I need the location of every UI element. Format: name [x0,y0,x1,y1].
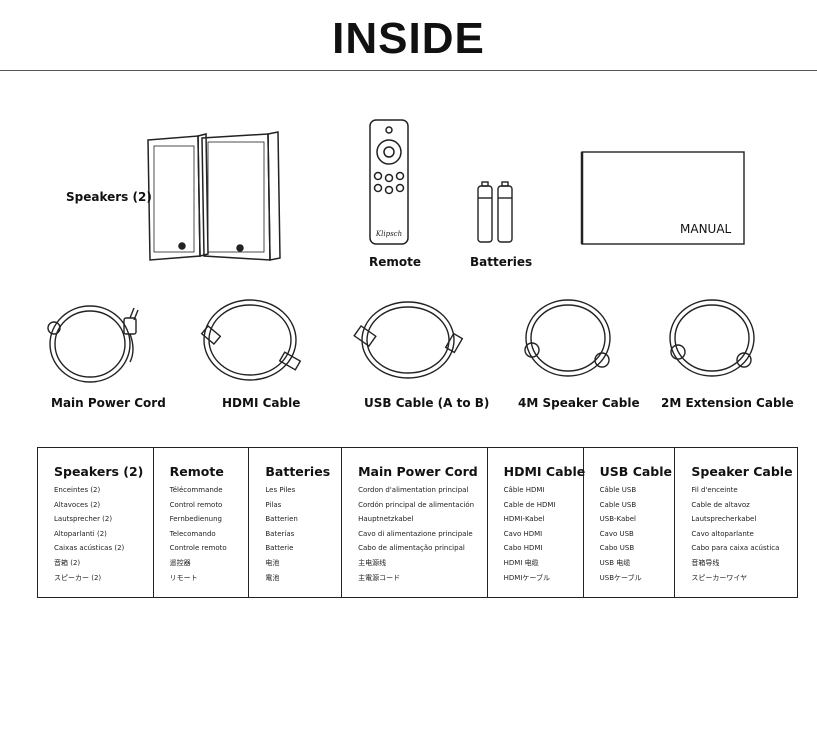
column-hdmi-cable: HDMI Cable Câble HDMI Cable de HDMI HDMI… [488,448,586,597]
manual-label: MANUAL [680,222,732,236]
extension-cable-illustration [669,299,755,377]
translation-line: HDMIケーブル [503,573,550,582]
translation-line: Télécommande [169,486,223,494]
column-speaker-cable: Speaker Cable Fil d'enceinte Cable de al… [675,448,797,597]
column-heading: Speakers (2) [54,464,144,479]
translation-line: Câble USB [599,486,637,494]
translation-line: Cavo USB [599,529,634,538]
translation-line: 电池 [265,558,280,567]
column-heading: Main Power Cord [358,464,478,479]
translation-line: HDMI 电缆 [503,558,539,567]
remote-brand-text: Klipsch [375,230,402,238]
translation-line: USBケーブル [599,573,642,582]
translation-line: Hauptnetzkabel [358,515,414,524]
column-heading: Batteries [265,464,331,479]
translation-line: Cabo de alimentação principal [358,544,465,553]
column-heading: HDMI Cable [503,464,586,479]
translation-line: 音箱 (2) [54,558,81,567]
translation-line: Cordon d'alimentation principal [358,486,469,494]
translation-line: Pilas [265,500,282,509]
translation-line: 遥控器 [169,558,191,567]
power-cord-illustration [47,305,139,383]
remote-illustration: Klipsch [369,119,409,245]
translation-line: Cordón principal de alimentación [358,500,475,509]
translation-table: Speakers (2) Enceintes (2) Altavoces (2)… [37,447,798,598]
column-power-cord: Main Power Cord Cordon d'alimentation pr… [342,448,488,597]
translation-line: Batterien [265,515,298,524]
translation-line: Controle remoto [169,544,227,553]
translation-line: 主電源コード [358,573,401,582]
translation-line: Lautsprecherkabel [691,515,757,524]
page-title: INSIDE [332,14,485,63]
hdmi-cable-label: HDMI Cable [222,396,301,410]
translation-line: Altavoces (2) [54,500,101,509]
speaker-cable-illustration [524,299,611,377]
power-cord-label: Main Power Cord [51,396,166,410]
translation-line: Les Piles [265,486,296,494]
extension-cable-label: 2M Extension Cable [661,396,794,410]
translation-line: Baterías [265,529,295,538]
batteries-illustration [477,181,513,243]
batteries-label: Batteries [470,255,533,269]
translation-line: Cabo USB [599,544,635,553]
column-speakers: Speakers (2) Enceintes (2) Altavoces (2)… [38,448,154,597]
manual-illustration [580,151,745,245]
translation-line: Câble HDMI [503,486,545,494]
speakers-illustration [147,131,281,261]
translation-line: Cabo para caixa acústica [691,544,780,553]
translation-line: Control remoto [169,500,223,509]
translation-line: Caixas acústicas (2) [54,544,125,553]
remote-label: Remote [369,255,422,269]
translation-line: USB 电缆 [599,558,631,567]
translation-line: Enceintes (2) [54,486,101,494]
translation-line: Fil d'enceinte [691,486,738,494]
speakers-label: Speakers (2) [66,190,152,204]
title-divider [0,70,817,71]
column-usb-cable: USB Cable Câble USB Cable USB USB-Kabel … [584,448,676,597]
column-batteries: Batteries Les Piles Pilas Batterien Bate… [249,448,343,597]
translation-line: Cavo di alimentazione principale [358,529,473,538]
translation-line: Cavo altoparlante [691,529,754,538]
column-remote: Remote Télécommande Control remoto Fernb… [154,448,250,597]
usb-cable-illustration [353,301,464,379]
translation-line: Cable USB [599,500,637,509]
translation-line: 主电源线 [358,558,387,567]
translation-line: スピーカーワイヤ [691,573,748,582]
usb-cable-label: USB Cable (A to B) [364,396,490,410]
translation-line: USB-Kabel [599,515,637,524]
translation-line: Batterie [265,544,294,553]
column-heading: Remote [169,464,224,479]
translation-line: Cable de altavoz [691,500,750,509]
translation-line: 音箱导线 [691,558,720,567]
hdmi-cable-illustration [200,299,302,381]
translation-line: Fernbedienung [169,515,222,524]
translation-line: Cabo HDMI [503,544,543,553]
translation-line: Telecomando [169,529,216,538]
translation-line: Altoparlanti (2) [54,529,107,538]
translation-line: Cable de HDMI [503,500,556,509]
column-heading: Speaker Cable [691,464,793,479]
speaker-cable-label: 4M Speaker Cable [518,396,640,410]
translation-line: Lautsprecher (2) [54,515,113,524]
translation-line: 電池 [265,573,280,582]
translation-line: HDMI-Kabel [503,515,545,524]
translation-line: リモート [169,573,198,582]
translation-line: スピーカー (2) [54,573,102,582]
column-heading: USB Cable [599,464,673,479]
translation-line: Cavo HDMI [503,529,543,538]
